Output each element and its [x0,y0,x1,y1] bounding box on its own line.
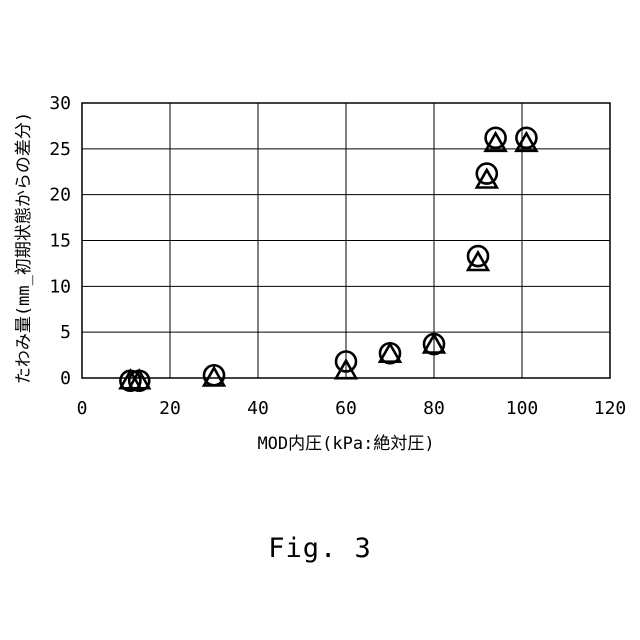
grid-lines [82,103,610,378]
x-tick-label: 60 [335,398,357,419]
y-tick-label: 10 [49,276,71,297]
x-tick-label: 120 [594,398,627,419]
y-tick-label: 5 [60,322,71,343]
x-tick-label: 0 [77,398,88,419]
x-axis-title: MOD内圧(kPa:絶対圧) [257,434,434,454]
x-tick-labels: 0 20 40 60 80 100 120 [77,398,627,419]
data-points [120,128,536,391]
y-tick-label: 30 [49,93,71,114]
x-tick-label: 20 [159,398,181,419]
figure-caption: Fig. 3 [0,533,640,564]
y-tick-label: 25 [49,139,71,160]
x-tick-label: 100 [506,398,539,419]
y-tick-labels: 0 5 10 15 20 25 30 [49,93,71,389]
y-tick-label: 15 [49,231,71,252]
x-tick-label: 80 [423,398,445,419]
x-tick-label: 40 [247,398,269,419]
y-tick-label: 0 [60,368,71,389]
y-axis-title: たわみ量(mm_初期状態からの差分) [14,112,34,384]
y-tick-label: 20 [49,185,71,206]
